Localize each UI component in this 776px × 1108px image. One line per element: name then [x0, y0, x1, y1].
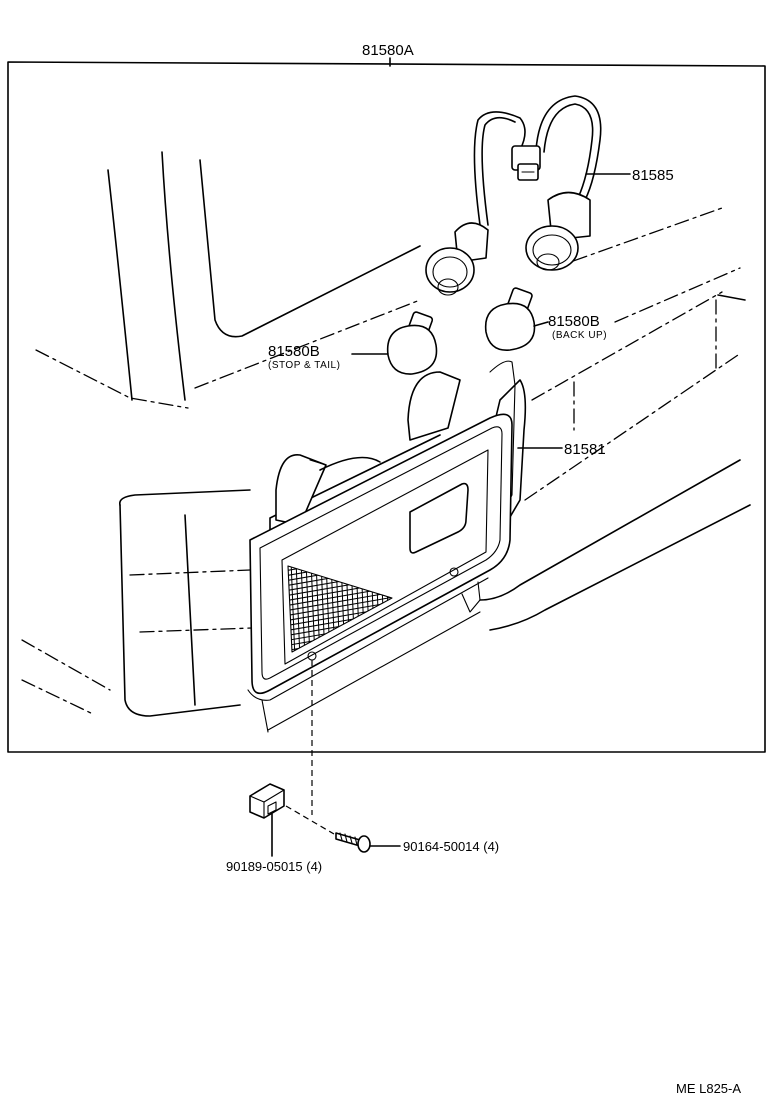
nut-clip — [249, 783, 285, 819]
assembly-frame — [7, 61, 766, 753]
label-81580A: 81580A — [362, 42, 414, 59]
label-stop-tail-note: (STOP & TAIL) — [268, 360, 340, 371]
figure-code: ME L825-A — [676, 1081, 741, 1096]
vehicle-body-outline — [21, 151, 751, 717]
label-back-up-note: (BACK UP) — [552, 330, 607, 341]
label-screw-part: 90164-50014 (4) — [403, 839, 499, 854]
label-81580B-back-up: 81580B — [548, 313, 600, 330]
lens-housing — [247, 360, 527, 733]
label-nut-part: 90189-05015 (4) — [226, 859, 322, 874]
screw — [335, 832, 371, 853]
bulb-back-up — [484, 287, 536, 351]
bulb-stop-tail — [386, 311, 438, 375]
label-81581: 81581 — [564, 441, 606, 458]
wire-harness — [425, 95, 602, 296]
label-81580B-stop-tail: 81580B — [268, 343, 320, 360]
label-81585: 81585 — [632, 167, 674, 184]
leader-lines — [271, 57, 631, 857]
